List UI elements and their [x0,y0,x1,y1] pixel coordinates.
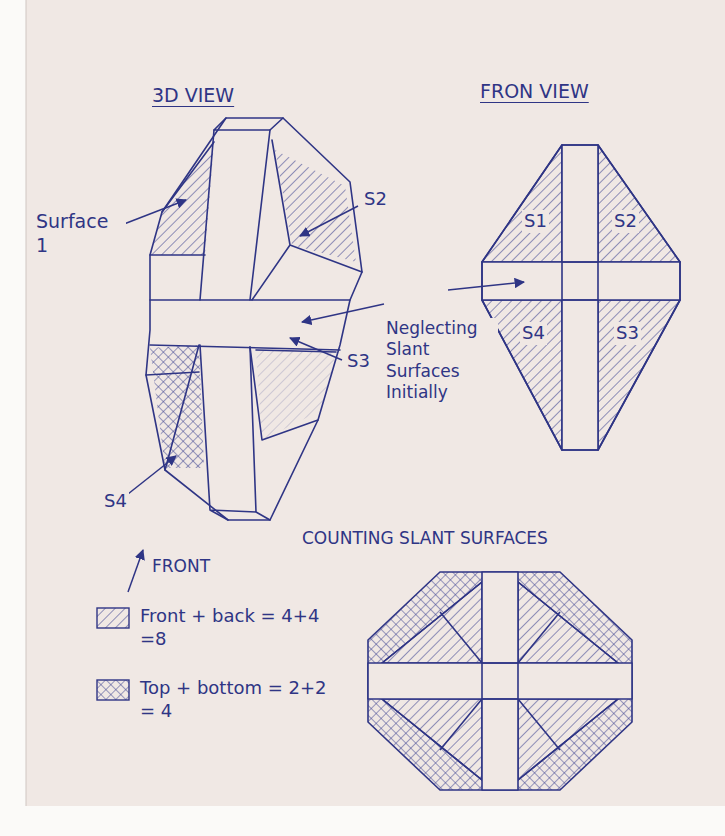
slant-edge [252,140,362,300]
horizontal-band [482,262,680,300]
surface-label: S2 [612,210,639,233]
surface-label: S3 [614,322,641,345]
leader-lines [124,200,524,592]
surface-label: S4 [520,322,547,345]
legend-row: Top + bottom = 2+2 = 4 [96,676,340,723]
leader-arrow [448,282,524,290]
leader-arrow [128,550,143,592]
counting-view [368,572,632,790]
slant-face-hatch [256,350,336,440]
view-heading: FRON VIEW [478,80,591,104]
note-text: Neglecting Slant Surfaces Initially [384,318,498,403]
solid-outline [146,118,362,520]
surface-label: S2 [362,188,389,211]
leader-arrow [300,206,358,236]
front-face-hatch [382,699,482,780]
surface-label: S1 [522,210,549,233]
slant-edge [150,142,214,255]
section-heading: COUNTING SLANT SURFACES [300,528,550,549]
legend-text: Top + bottom = 2+2 = 4 [140,676,340,723]
leader-arrow [302,304,384,322]
slant-face-crosshatch [150,345,204,468]
slant-edge [440,612,560,750]
leader-arrow [124,200,186,224]
legend-text: Front + back = 4+4 =8 [140,604,340,651]
paper-edge [26,0,27,806]
vertical-band [200,130,270,300]
surface-label: S3 [345,350,372,373]
front-face-hatch [518,699,618,780]
horizontal-band [368,663,632,699]
paper-sheet [26,0,725,806]
slant-face-hatch [275,150,356,262]
legend-swatch [97,608,129,628]
front-face-hatch [382,582,482,663]
legend-swatch [97,680,129,700]
slant-edge [146,345,199,470]
slant-edge [250,347,336,440]
legend-swatch-box [96,607,130,629]
outer-outline [368,572,632,790]
legend-row: Front + back = 4+4 =8 [96,604,340,651]
surface-label: Surface 1 [34,210,126,258]
vertical-band [200,345,270,520]
view-heading: 3D VIEW [150,84,236,108]
leader-arrow [290,338,342,360]
center-square [562,262,598,300]
front-face-hatch [518,582,618,663]
leader-arrow [128,456,176,494]
center-square [482,663,518,699]
horizontal-band [150,300,350,350]
front-outline [482,145,680,450]
front-view [482,145,680,450]
top-band-edge [214,118,283,130]
legend-swatch-box [96,679,130,701]
direction-label: FRONT [150,556,212,577]
three-d-view [146,118,362,520]
surface-label: S4 [102,490,129,513]
